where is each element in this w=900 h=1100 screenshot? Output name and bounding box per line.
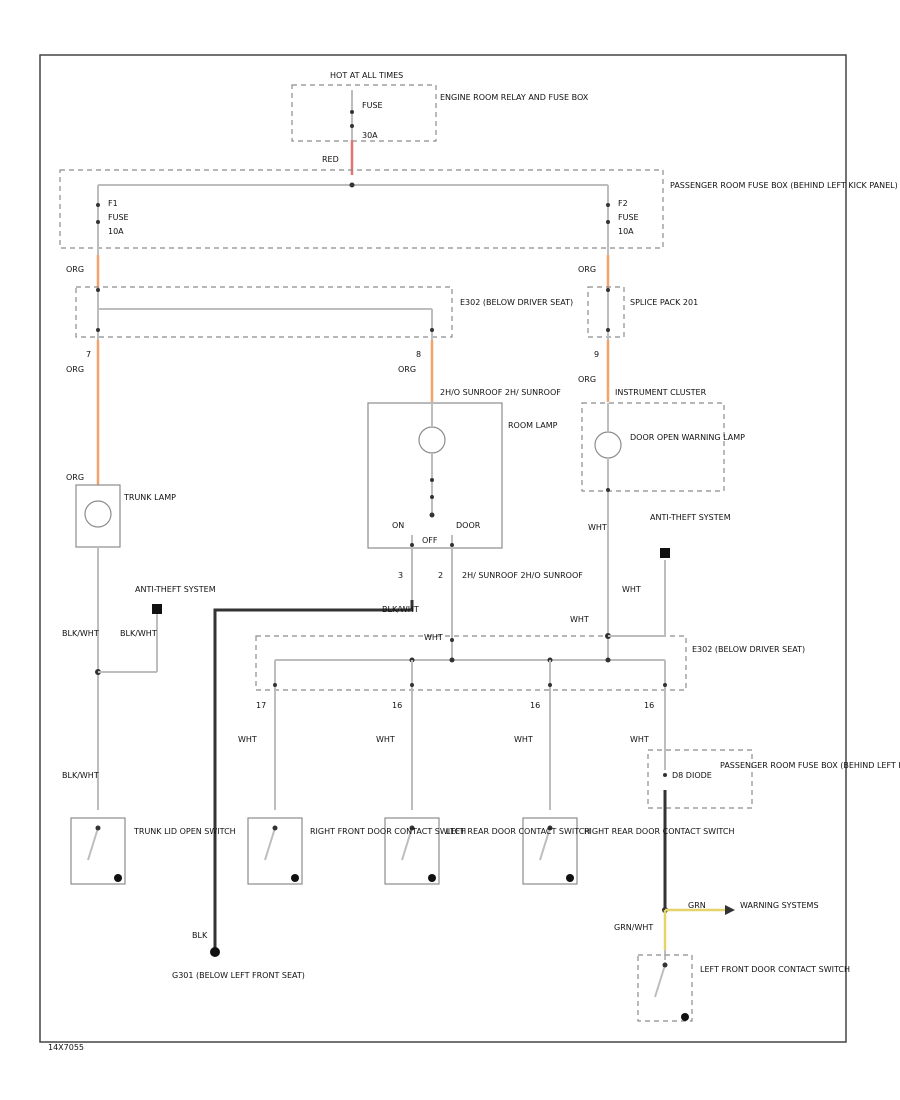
label-anti-theft-1: ANTI-THEFT SYSTEM [135,585,216,594]
label-pin-3: 3 [398,571,403,580]
label-wht-d: WHT [424,633,443,642]
label-trunk-lamp: TRUNK LAMP [123,493,176,502]
label-pin-8: 8 [416,350,421,359]
label-warning-systems: WARNING SYSTEMS [740,901,819,910]
label-org-1: ORG [66,265,84,274]
trunk-lamp-bulb [84,500,112,528]
label-grn: GRN [688,901,706,910]
label-fuse-f2: F2 [618,199,628,208]
label-rr-switch: RIGHT REAR DOOR CONTACT SWITCH [584,827,734,836]
label-fuse-f1-amp: 10A [108,227,124,236]
label-off: OFF [422,536,438,545]
label-instrument-cluster: INSTRUMENT CLUSTER [615,388,707,397]
label-fuse-top-amp: 30A [362,131,378,140]
label-blk-wht-4: BLK/WHT [62,771,99,780]
label-wht-c: WHT [570,615,589,624]
label-door-open-lamp: DOOR OPEN WARNING LAMP [630,433,745,442]
label-wht-bot: WHT [630,735,649,744]
label-anti-theft-2: ANTI-THEFT SYSTEM [650,513,731,522]
e302-bottom-connector [255,635,687,691]
label-pass-box-bottom: PASSENGER ROOM FUSE BOX (BEHIND LEFT KIC… [720,761,900,770]
label-on: ON [392,521,404,530]
trunk-lid-switch [70,817,126,885]
label-pin-16a: 16 [392,701,402,710]
label-org-3: ORG [66,365,84,374]
label-e302-bottom: E302 (BELOW DRIVER SEAT) [692,645,805,654]
label-lr-switch: LEFT REAR DOOR CONTACT SWITCH [446,827,590,836]
label-engine-box: ENGINE ROOM RELAY AND FUSE BOX [440,93,589,102]
label-figure-id: 14X7055 [48,1043,84,1052]
label-pin-16c: 16 [644,701,654,710]
label-wht-e: WHT [238,735,257,744]
label-red: RED [322,155,339,164]
label-d8-diode: D8 DIODE [672,771,712,780]
label-fuse-f2-name: FUSE [618,213,639,222]
right-front-door-switch [247,817,303,885]
room-lamp-bulb [418,426,446,454]
label-sunroof-top: 2H/O SUNROOF 2H/ SUNROOF [440,388,561,397]
left-front-door-switch [637,954,693,1022]
instrument-cluster-box [581,402,725,492]
label-org-6: ORG [66,473,84,482]
label-pin-9: 9 [594,350,599,359]
label-pin-17: 17 [256,701,266,710]
e302-top-connector [75,286,453,338]
passenger-fuse-box-top [59,169,664,249]
label-wht-a: WHT [588,523,607,532]
label-blk-wht-2: BLK/WHT [62,629,99,638]
label-door: DOOR [456,521,481,530]
label-pin-16b: 16 [530,701,540,710]
label-wht-f: WHT [376,735,395,744]
label-org-5: ORG [578,375,596,384]
label-pin-7: 7 [86,350,91,359]
splice-pack [587,286,625,338]
left-rear-door-switch [384,817,440,885]
diagram-frame [39,54,847,1043]
label-splice-pack: SPLICE PACK 201 [630,298,698,307]
label-wht-b: WHT [622,585,641,594]
engine-room-fuse-box [291,84,437,142]
label-rf-switch: RIGHT FRONT DOOR CONTACT SWITCH [310,827,466,836]
label-e302-top: E302 (BELOW DRIVER SEAT) [460,298,573,307]
label-fuse-top: FUSE [362,101,383,110]
label-room-lamp: ROOM LAMP [508,421,558,430]
label-hot-at-all-times: HOT AT ALL TIMES [330,71,403,80]
label-org-2: ORG [578,265,596,274]
label-blk-wht-1: BLK/WHT [382,605,419,614]
right-rear-door-switch [522,817,578,885]
label-fuse-f1: F1 [108,199,118,208]
label-org-4: ORG [398,365,416,374]
label-fuse-f2-amp: 10A [618,227,634,236]
label-sunroof-bottom: 2H/ SUNROOF 2H/O SUNROOF [462,571,583,580]
label-trunk-switch: TRUNK LID OPEN SWITCH [133,827,236,836]
label-ground: G301 (BELOW LEFT FRONT SEAT) [172,971,305,980]
label-pass-box-top: PASSENGER ROOM FUSE BOX (BEHIND LEFT KIC… [670,181,898,190]
label-wht-g: WHT [514,735,533,744]
label-lf-switch: LEFT FRONT DOOR CONTACT SWITCH [700,965,850,974]
label-fuse-f1-name: FUSE [108,213,129,222]
label-grn-wht: GRN/WHT [614,923,653,932]
door-open-warning-lamp [594,431,622,459]
label-pin-2: 2 [438,571,443,580]
room-lamp-box [367,402,503,549]
label-blk: BLK [192,931,208,940]
label-blk-wht-3: BLK/WHT [120,629,157,638]
